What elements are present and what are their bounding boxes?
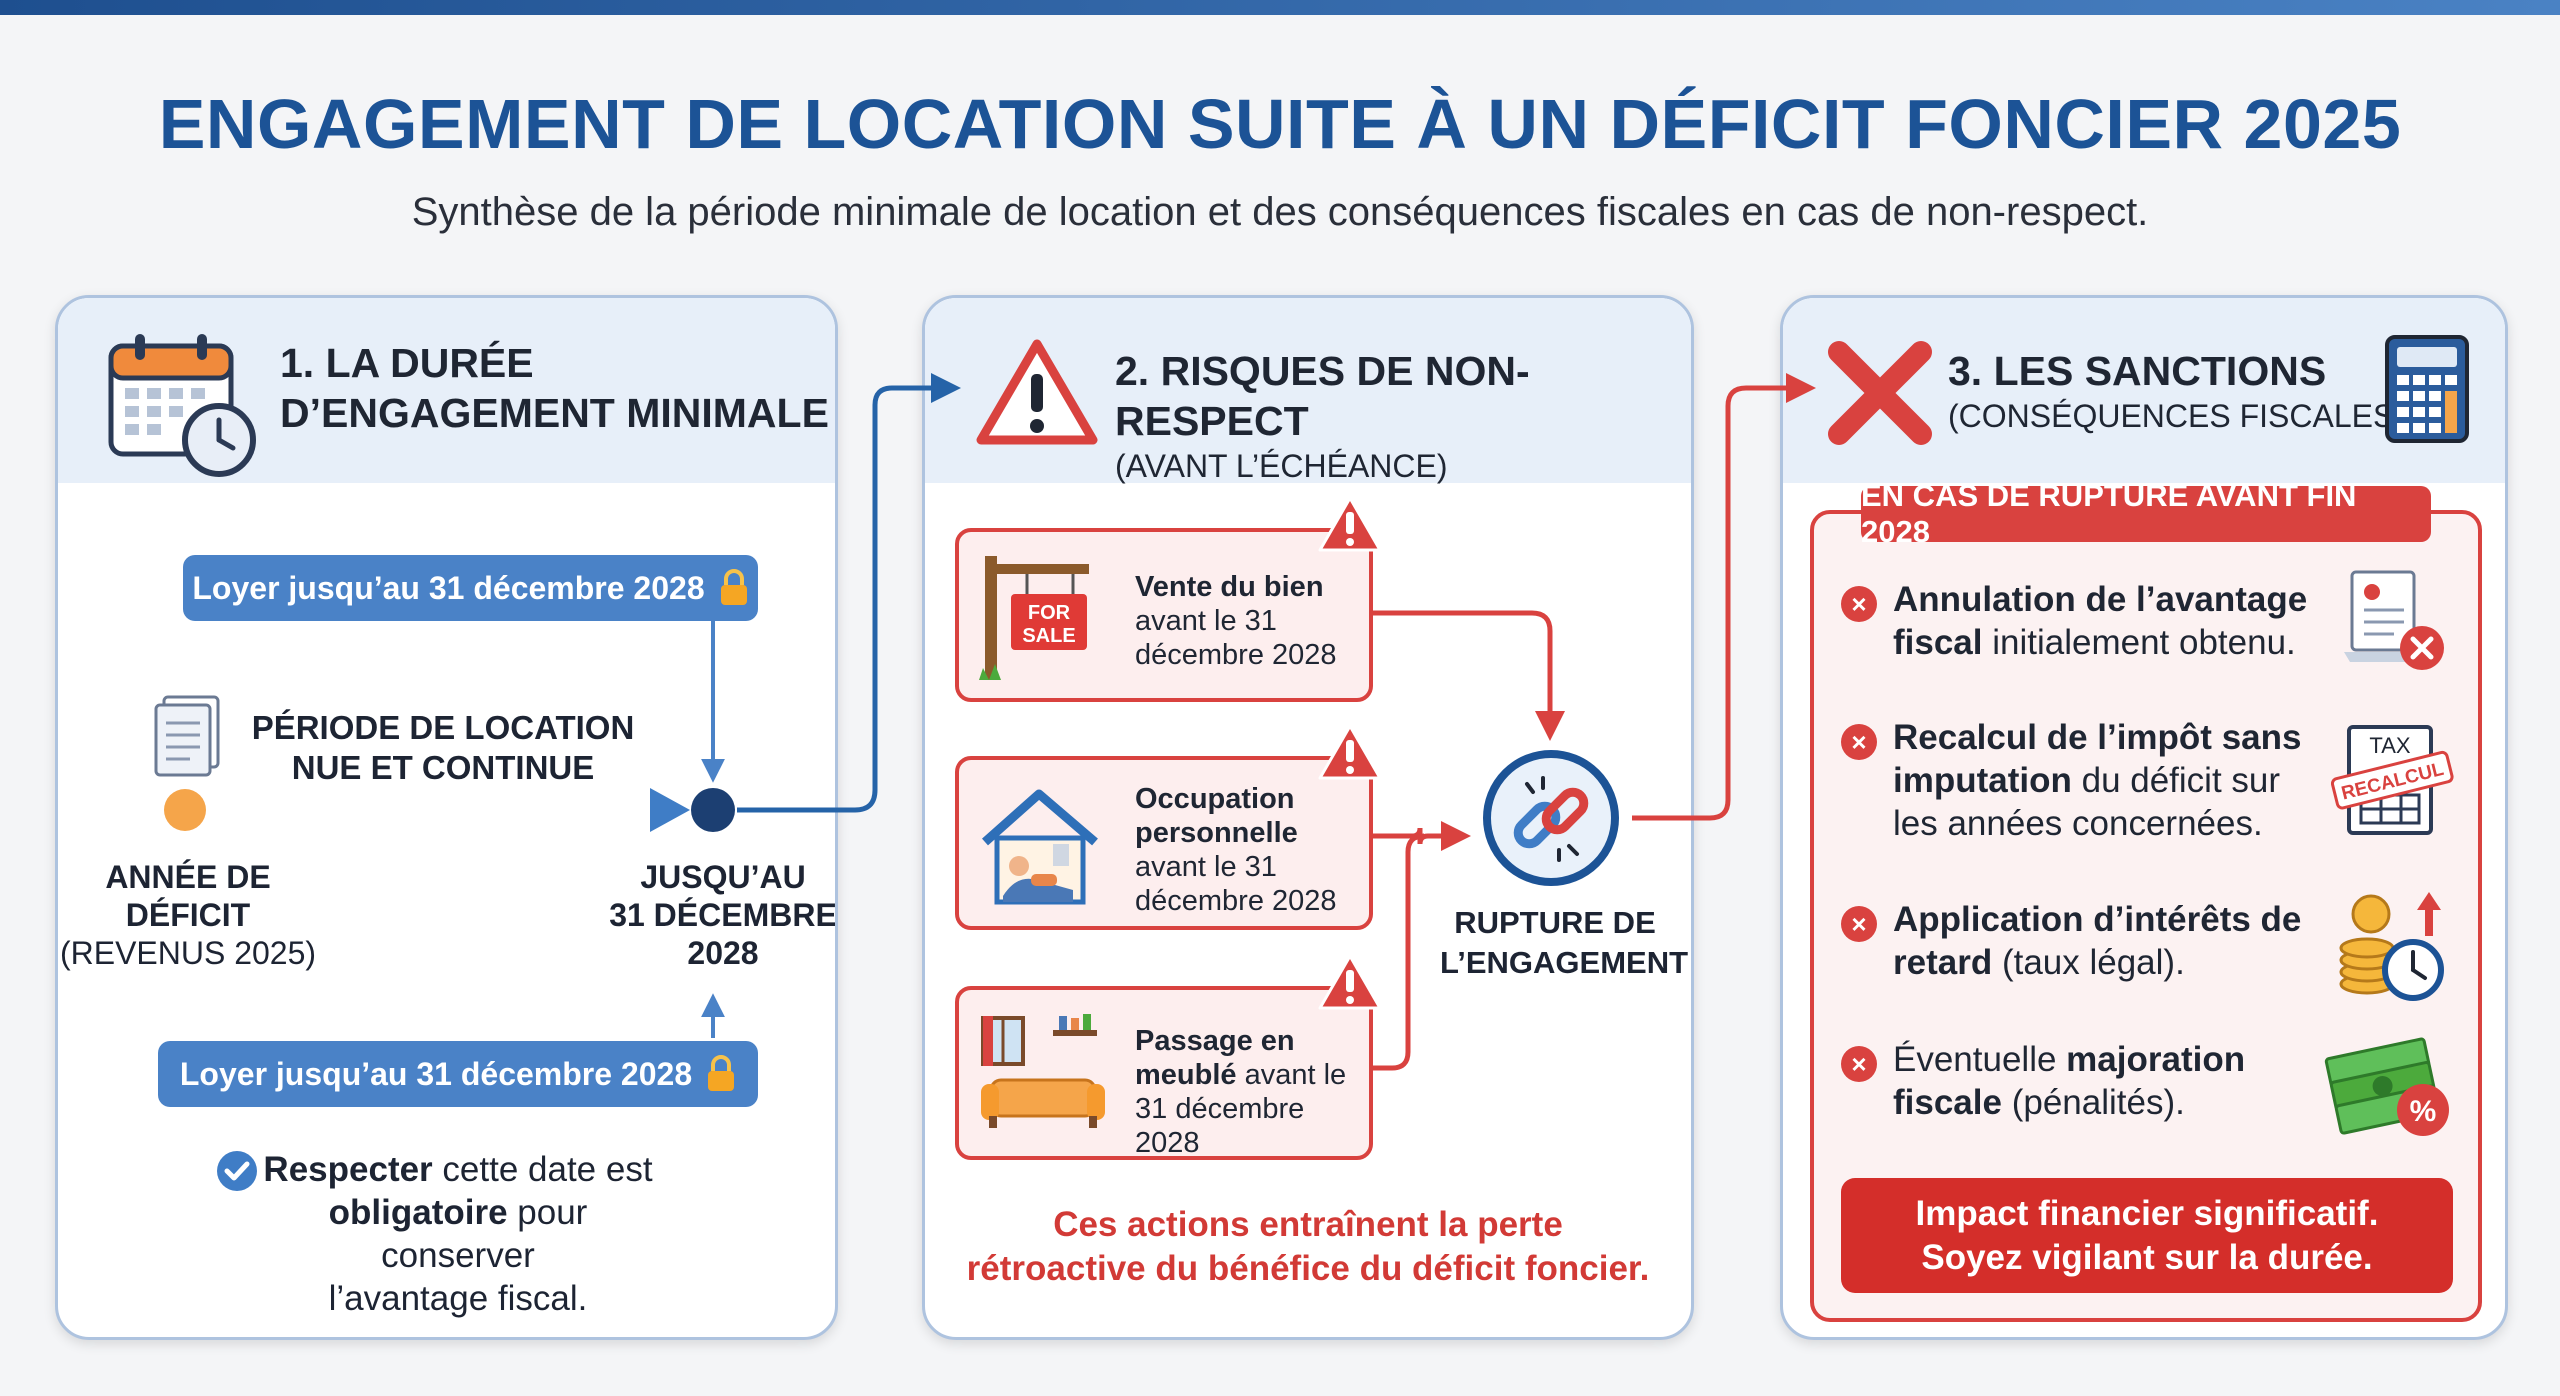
- risk-furnished-title-1: Passage en: [1135, 1025, 1295, 1057]
- check-circle-icon: [217, 1151, 257, 1191]
- calculator-icon: [2385, 335, 2469, 443]
- risk-occupation-line3: avant le 31: [1135, 851, 1277, 883]
- sanction4-pre: Éventuelle: [1893, 1040, 2067, 1079]
- coins-clock-icon: [2339, 892, 2444, 1001]
- sanction1-bold2: fiscal: [1893, 623, 1983, 662]
- risk-sale-card: FOR SALE Vente du bien avant le 31 décem…: [955, 528, 1373, 702]
- tax-label: TAX: [2369, 733, 2410, 758]
- money-percent-icon: %: [2324, 1037, 2449, 1136]
- risk-occupation-card: Occupation personnelle avant le 31 décem…: [955, 756, 1373, 930]
- sofa-icon: [981, 1014, 1105, 1128]
- panel-duration-title-line2: D’ENGAGEMENT MINIMALE: [280, 390, 829, 436]
- risks-footer-line1: Ces actions entraînent la perte: [1053, 1205, 1563, 1244]
- panel-duration: 1. LA DURÉE D’ENGAGEMENT MINIMALE Loyer …: [55, 295, 838, 1340]
- page-title: ENGAGEMENT DE LOCATION SUITE À UN DÉFICI…: [158, 85, 2402, 163]
- broken-chain-icon: [1483, 750, 1619, 886]
- risk-sale-line2: avant le 31: [1135, 605, 1277, 637]
- x-circle-icon: ×: [1841, 586, 1877, 622]
- rent-until-pill-top-label: Loyer jusqu’au 31 décembre 2028: [192, 569, 705, 606]
- sanction2-bold1: Recalcul de l’impôt sans: [1893, 718, 2302, 757]
- period-label-line2: NUE ET CONTINUE: [291, 749, 595, 786]
- period-label-line1: PÉRIODE DE LOCATION: [251, 709, 635, 746]
- sanction1-bold1: Annulation de l’avantage: [1893, 580, 2308, 619]
- panel-risks-title-line1: 2. RISQUES DE NON-RESPECT: [1115, 348, 1530, 444]
- risk-furnished-title-2: meublé: [1135, 1059, 1237, 1091]
- risk-occupation-title-2: personnelle: [1135, 817, 1298, 849]
- note-text-3: l’avantage fiscal.: [328, 1279, 588, 1318]
- sanction1-rest2: initialement obtenu.: [1982, 623, 2296, 662]
- svg-text:%: %: [2410, 1095, 2437, 1128]
- sanction2-line3: les années concernées.: [1893, 804, 2263, 843]
- start-label-line1: ANNÉE DE: [105, 859, 271, 895]
- lock-icon: [708, 1055, 735, 1091]
- risks-footer-line2: rétroactive du bénéfice du déficit fonci…: [966, 1249, 1650, 1288]
- panel-sanctions-title-line2: (CONSÉQUENCES FISCALES): [1948, 398, 2405, 434]
- sanction4-bold2: fiscale: [1893, 1083, 2002, 1122]
- x-circle-icon: ×: [1841, 724, 1877, 760]
- page-subtitle: Synthèse de la période minimale de locat…: [411, 190, 2149, 234]
- document-icon: [154, 695, 220, 777]
- rent-until-pill-bottom-label: Loyer jusqu’au 31 décembre 2028: [179, 1055, 693, 1092]
- risk-occupation-line4: décembre 2028: [1135, 885, 1337, 917]
- impact-line1: Impact financier significatif.: [1915, 1193, 2379, 1233]
- panel-risks: 2. RISQUES DE NON-RESPECT (AVANT L’ÉCHÉA…: [922, 295, 1694, 1340]
- risk-occupation-title-1: Occupation: [1135, 783, 1295, 815]
- panel-sanctions-title-line1: 3. LES SANCTIONS: [1948, 348, 2327, 394]
- cancelled-document-icon: [2344, 570, 2444, 670]
- impact-line2: Soyez vigilant sur la durée.: [1921, 1237, 2373, 1277]
- sanction2-rest2: du déficit sur: [2071, 761, 2281, 800]
- sanction3-bold1: Application d’intérêts de: [1893, 900, 2302, 939]
- red-cross-icon: [1828, 341, 1932, 445]
- panel-duration-title-line1: 1. LA DURÉE: [280, 340, 534, 386]
- house-occupant-icon: [982, 789, 1098, 905]
- panel-sanctions-header: [1783, 298, 2505, 483]
- risk-sale-line3: décembre 2028: [1135, 639, 1337, 671]
- note-text-2: pour conserver: [381, 1193, 588, 1275]
- for-sale-sign-icon: FOR SALE: [979, 556, 1089, 680]
- sign-text-for: FOR: [1028, 602, 1071, 624]
- rent-until-pill-bottom: Loyer jusqu’au 31 décembre 2028: [158, 1041, 758, 1107]
- x-circle-icon: ×: [1841, 906, 1877, 942]
- impact-callout: Impact financier significatif. Soyez vig…: [1841, 1178, 2453, 1293]
- note-text-1: cette date est: [432, 1150, 653, 1189]
- x-circle-icon: ×: [1841, 1046, 1877, 1082]
- sanction4-bold1: majoration: [2066, 1040, 2246, 1079]
- end-label-line1: JUSQU’AU: [640, 859, 806, 895]
- risk-sale-title: Vente du bien: [1135, 571, 1324, 603]
- sanction3-rest2: (taux légal).: [1992, 943, 2185, 982]
- risk-furnished-card: Passage en meublé avant le 31 décembre 2…: [955, 986, 1373, 1160]
- sanction3-bold2: retard: [1893, 943, 1993, 982]
- panel-sanctions: 3. LES SANCTIONS (CONSÉQUENCES FISCALES)…: [1780, 295, 2508, 1340]
- rupture-label-line2: L’ENGAGEMENT: [1440, 945, 1689, 980]
- rupture-label-line1: RUPTURE DE: [1454, 905, 1656, 940]
- start-label-line2: DÉFICIT: [125, 897, 251, 933]
- panel-risks-title-line2: (AVANT L’ÉCHÉANCE): [1115, 448, 1448, 484]
- rent-until-pill-top: Loyer jusqu’au 31 décembre 2028: [183, 555, 758, 621]
- warning-triangle-icon: [976, 339, 1098, 445]
- lock-icon: [720, 569, 747, 605]
- sanction2-bold2: imputation: [1893, 761, 2072, 800]
- sanction4-rest2: (pénalités).: [2001, 1083, 2185, 1122]
- start-label-line3: (REVENUS 2025): [59, 935, 317, 971]
- sign-text-sale: SALE: [1022, 625, 1075, 647]
- end-label-line2: 31 DÉCEMBRE: [609, 897, 837, 933]
- tax-recalcul-icon: TAX RECALCUL: [2331, 725, 2454, 835]
- risk-furnished-line3: 31 décembre 2028: [1135, 1093, 1305, 1159]
- note-bold-respect: Respecter: [263, 1150, 433, 1189]
- risk-furnished-rest2: avant le: [1236, 1059, 1347, 1091]
- end-label-line3: 2028: [687, 935, 759, 971]
- note-bold-obligatoire: obligatoire: [328, 1193, 508, 1232]
- rupture-banner: EN CAS DE RUPTURE AVANT FIN 2028: [1861, 478, 2431, 549]
- top-accent-bar: [0, 0, 2560, 15]
- calendar-clock-icon: [108, 334, 256, 477]
